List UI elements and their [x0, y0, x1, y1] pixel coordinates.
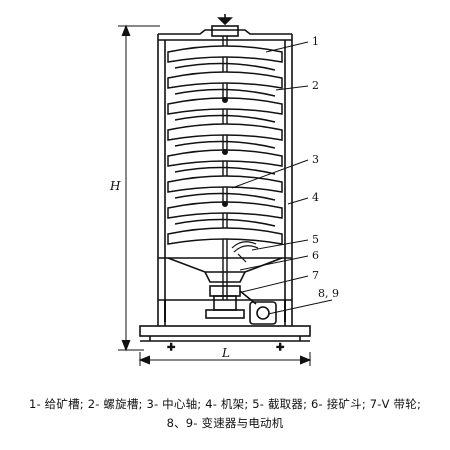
legend-caption-line-1: 1- 给矿槽; 2- 螺旋槽; 3- 中心轴; 4- 机架; 5- 截取器; 6… — [28, 397, 422, 411]
callout-8-9: 8, 9 — [318, 287, 339, 300]
svg-text:+: + — [167, 342, 175, 353]
dimension-label-h: H — [109, 179, 121, 193]
spiral-trough — [167, 45, 283, 245]
spiral-chute-diagram: + + H — [109, 14, 339, 366]
callout-2: 2 — [312, 79, 319, 92]
callout-3: 3 — [312, 153, 319, 166]
gearbox-motor — [249, 301, 277, 325]
callout-4: 4 — [312, 191, 319, 204]
callout-1: 1 — [312, 35, 319, 48]
splitter — [231, 241, 259, 263]
callout-5: 5 — [312, 233, 319, 246]
frame-top — [158, 29, 292, 35]
callout-6: 6 — [312, 249, 319, 262]
dimension-label-l: L — [221, 346, 230, 360]
v-belt-pulley — [209, 285, 241, 297]
svg-text:+: + — [276, 342, 284, 353]
legend-caption-line-2: 8、9- 变速器与电动机 — [166, 416, 284, 430]
feed-trough — [211, 25, 239, 37]
callout-7: 7 — [312, 269, 319, 282]
base-platform — [139, 325, 311, 337]
